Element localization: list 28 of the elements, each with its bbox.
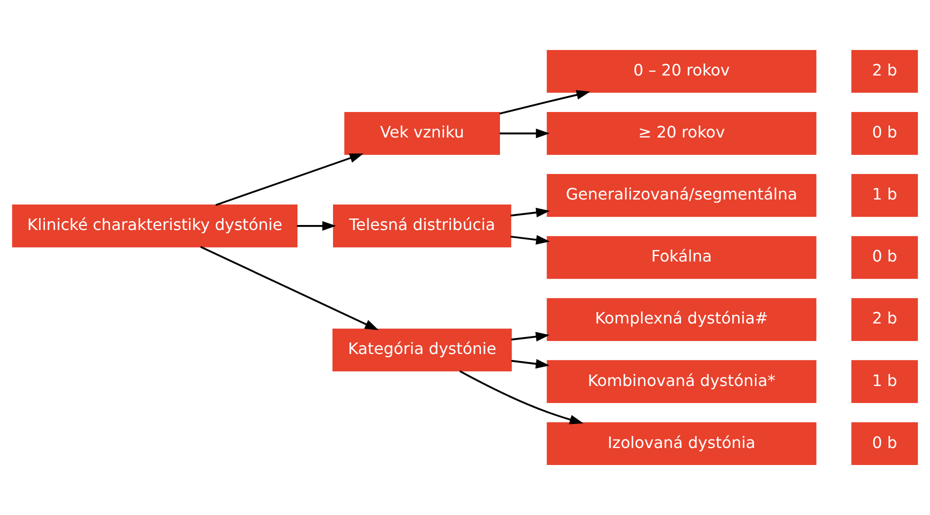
node-box: 2 b [851,50,918,93]
arrow [511,332,550,342]
node-box: ≥ 20 rokov [546,112,816,155]
node-box: 0 b [851,236,918,279]
arrow [215,153,364,206]
arrow [500,128,550,138]
node-box: Telesná distribúcia [333,204,512,248]
arrow [200,246,379,330]
arrow [499,90,590,115]
arrow [459,370,584,424]
node-box: 0 b [851,112,918,155]
arrow [510,235,550,245]
node-box: Generalizovaná/segmentálna [546,174,816,217]
node-box: Komplexná dystónia# [546,298,816,341]
node-box: Klinické charakteristiky dystónie [12,204,298,248]
node-box: 1 b [851,360,918,404]
node-box: 1 b [851,174,918,217]
arrow [511,359,550,369]
node-box: Fokálna [546,236,816,279]
arrow [297,221,336,231]
node-box: Vek vzniku [344,112,500,155]
node-box: Kategória dystónie [332,328,512,372]
node-box: Kombinovaná dystónia* [546,360,816,404]
node-box: 0 – 20 rokov [546,50,816,93]
arrow [510,208,550,218]
node-box: 2 b [851,298,918,341]
node-box: 0 b [851,422,918,466]
node-box: Izolovaná dystónia [546,422,816,466]
